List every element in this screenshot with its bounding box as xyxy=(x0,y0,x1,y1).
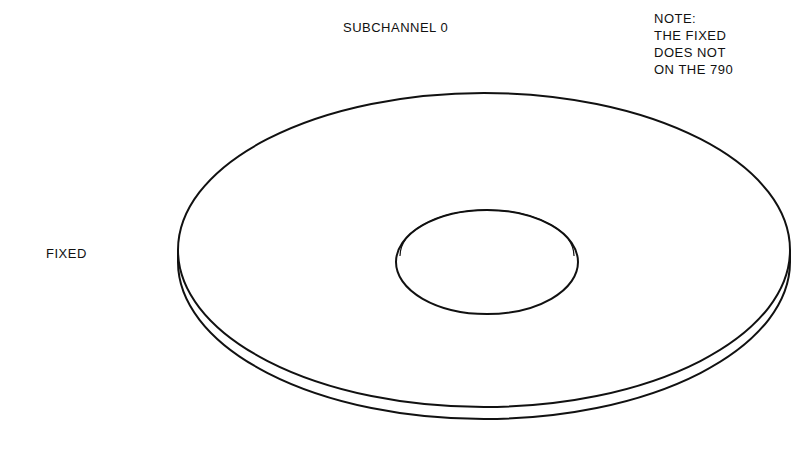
subchannel-label: SUBCHANNEL 0 xyxy=(343,19,448,36)
note-heading: NOTE: xyxy=(654,10,696,27)
fixed-label: FIXED xyxy=(46,245,87,262)
disk-hole xyxy=(396,210,578,314)
hole-rim xyxy=(400,210,574,256)
disk-top xyxy=(178,93,790,407)
note-text: THE FIXED DOES NOT ON THE 790 xyxy=(654,27,742,78)
